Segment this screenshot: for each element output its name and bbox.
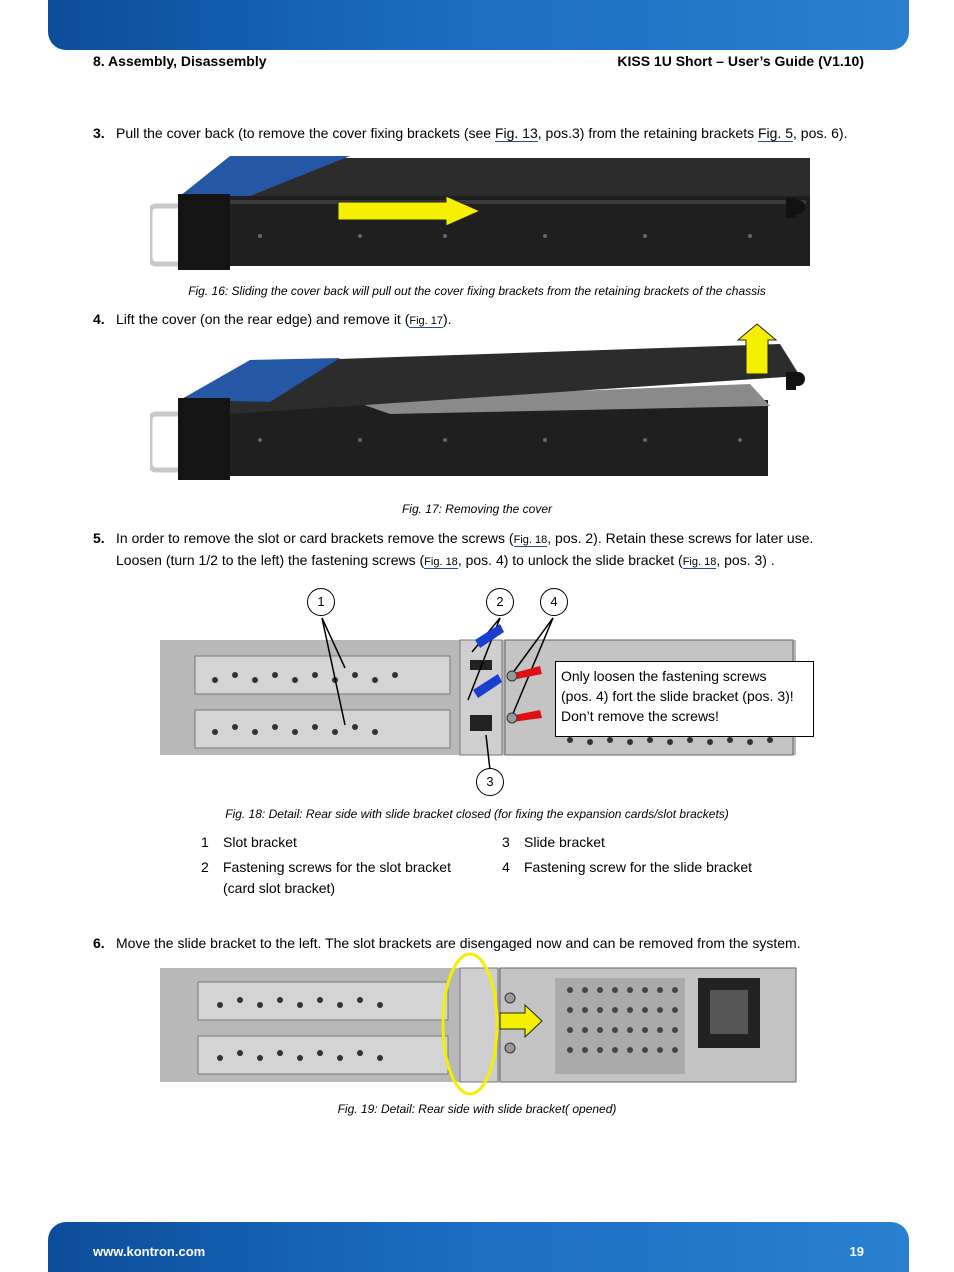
page-number: 19 [849,1244,864,1259]
fig-5-link[interactable]: Fig. 5 [757,125,793,142]
step-text: Move the slide bracket to the left. The … [116,935,801,951]
footer-url[interactable]: www.kontron.com [93,1244,206,1259]
callout-label-2: 2 [486,588,514,616]
step-text: In order to remove the slot or card brac… [116,530,514,546]
legend-text: Fastening screw for the slide bracket [524,859,752,875]
legend-number: 4 [502,859,510,875]
step-number: 3. [93,125,105,141]
callout-label-4: 4 [540,588,568,616]
warning-callout: Only loosen the fastening screws (pos. 4… [555,661,814,737]
legend-item-4: 4 Fastening screw for the slide bracket [502,857,752,878]
section-title: 8. Assembly, Disassembly [93,53,267,69]
step-text: Pull the cover back (to remove the cover… [116,125,495,141]
step-number: 6. [93,935,105,951]
step-text: , pos. 3) . [716,552,775,568]
legend-number: 2 [201,859,209,875]
step-text: , pos. 6). [793,125,848,141]
legend-item-1: 1 Slot bracket [201,832,297,853]
step-number: 5. [93,530,105,546]
fig-18-link[interactable]: Fig. 18 [424,556,458,569]
fig17-chassis-photo [150,323,805,480]
step-3: 3. Pull the cover back (to remove the cov… [93,123,847,143]
step-text: Loosen (turn 1/2 to the left) the fasten… [116,552,425,568]
legend-item-2: 2 Fastening screws for the slot bracket (… [201,857,451,899]
step-text: Lift the cover (on the rear edge) and re… [116,311,410,327]
step-4: 4. Lift the cover (on the rear edge) and … [93,309,452,331]
legend-text: Slide bracket [524,834,605,850]
legend-text: Slot bracket [223,834,297,850]
document-title: KISS 1U Short – User’s Guide (V1.10) [617,53,864,69]
step-text: , pos.3) from the retaining brackets [537,125,755,141]
legend-item-3: 3 Slide bracket [502,832,605,853]
legend-text: Fastening screws for the slot bracket [223,859,451,875]
legend-number: 3 [502,834,510,850]
step-5: 5. In order to remove the slot or card br… [93,528,813,572]
fig-18-link[interactable]: Fig. 18 [513,534,548,547]
legend-number: 1 [201,834,209,850]
callout-line: (pos. 4) fort the slide bracket (pos. 3)… [561,688,794,704]
callout-line: Only loosen the fastening screws [561,668,767,684]
step-6: 6. Move the slide bracket to the left. Th… [93,933,801,953]
fig18-caption: Fig. 18: Detail: Rear side with slide br… [225,807,729,821]
fig-13-link[interactable]: Fig. 13 [494,125,538,142]
fig19-rear-panel-photo [160,952,797,1095]
step-text: , pos. 4) to unlock the slide bracket ( [457,552,683,568]
fig19-caption: Fig. 19: Detail: Rear side with slide br… [337,1102,617,1116]
fig16-caption: Fig. 16: Sliding the cover back will pul… [188,284,766,298]
step-text: , pos. 2). Retain these screws for later… [547,530,814,546]
footer-banner [48,1222,909,1272]
step-number: 4. [93,311,105,327]
callout-label-3: 3 [476,768,504,796]
fig-17-link[interactable]: Fig. 17 [409,315,444,328]
fig-18-link[interactable]: Fig. 18 [682,556,717,569]
legend-text: (card slot bracket) [223,880,336,896]
callout-line: Don’t remove the screws! [561,708,719,724]
callout-label-1: 1 [307,588,335,616]
header-banner [48,0,909,50]
step-text: ). [443,311,452,327]
fig17-caption: Fig. 17: Removing the cover [401,502,553,516]
fig16-chassis-photo [150,156,810,270]
